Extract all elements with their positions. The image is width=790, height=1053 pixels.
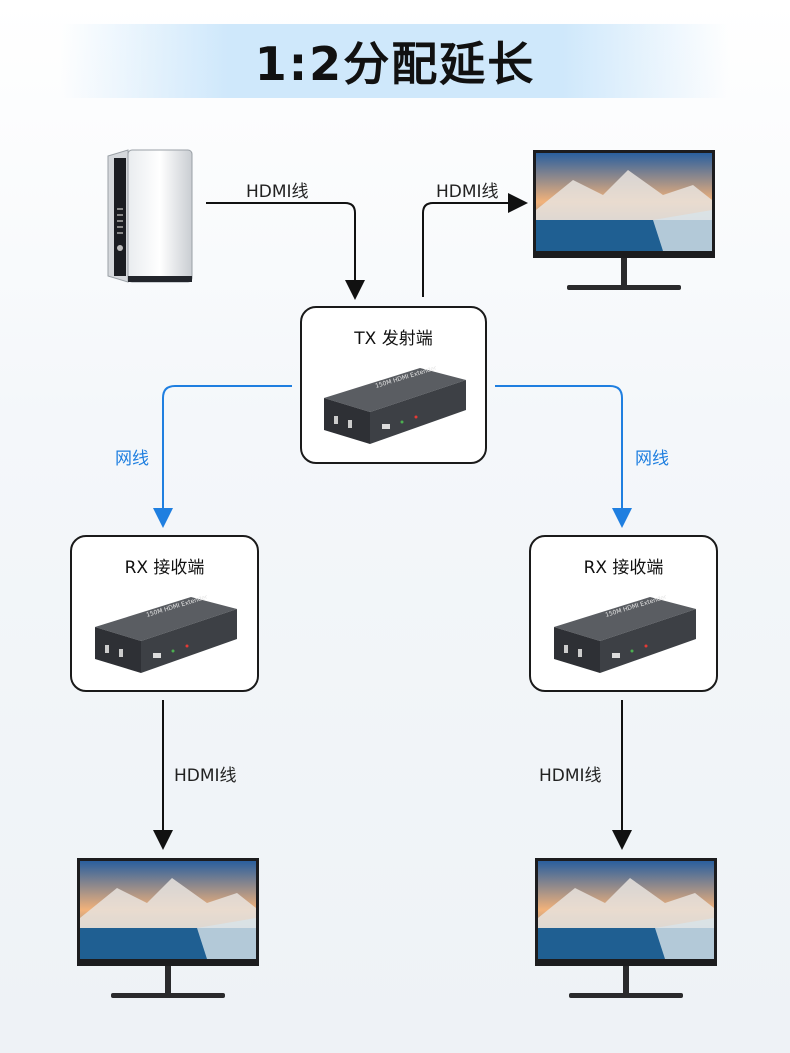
- tx-label: TX 发射端: [354, 329, 433, 349]
- cable-label-pc-to-tx: HDMI线: [246, 182, 309, 202]
- network-line-tx-to-rx-left: [153, 385, 292, 528]
- extender-device-icon: 150M HDMI Extender: [324, 364, 466, 444]
- network-line-tx-to-rx-right: [495, 385, 632, 528]
- monitor-bottom-right-icon: [535, 858, 717, 998]
- title-band: [60, 24, 730, 98]
- rx-left-label: RX 接收端: [124, 558, 205, 578]
- cable-label-tx-to-rx-left: 网线: [115, 449, 149, 469]
- monitor-bottom-left-icon: [77, 858, 259, 998]
- page-title: 1:2分配延长: [254, 37, 536, 91]
- extender-device-icon: 150M HDMI Extender: [554, 593, 696, 673]
- rx-right-box: RX 接收端 150M HDMI Extender: [529, 535, 718, 692]
- cable-label-tx-to-monitor: HDMI线: [436, 182, 499, 202]
- cable-label-tx-to-rx-right: 网线: [635, 449, 669, 469]
- rx-right-label: RX 接收端: [583, 558, 664, 578]
- cable-label-rx-right-to-monitor: HDMI线: [539, 766, 602, 786]
- extender-device-icon: 150M HDMI Extender: [95, 593, 237, 673]
- monitor-top-icon: [533, 150, 715, 290]
- hdmi-line-tx-to-monitor: [422, 193, 528, 297]
- hdmi-line-pc-to-tx: [206, 202, 365, 300]
- pc-tower-icon: [107, 149, 193, 283]
- rx-left-box: RX 接收端 150M HDMI Extender: [70, 535, 259, 692]
- cable-label-rx-left-to-monitor: HDMI线: [174, 766, 237, 786]
- tx-box: TX 发射端 150M HDMI Extender: [300, 306, 487, 464]
